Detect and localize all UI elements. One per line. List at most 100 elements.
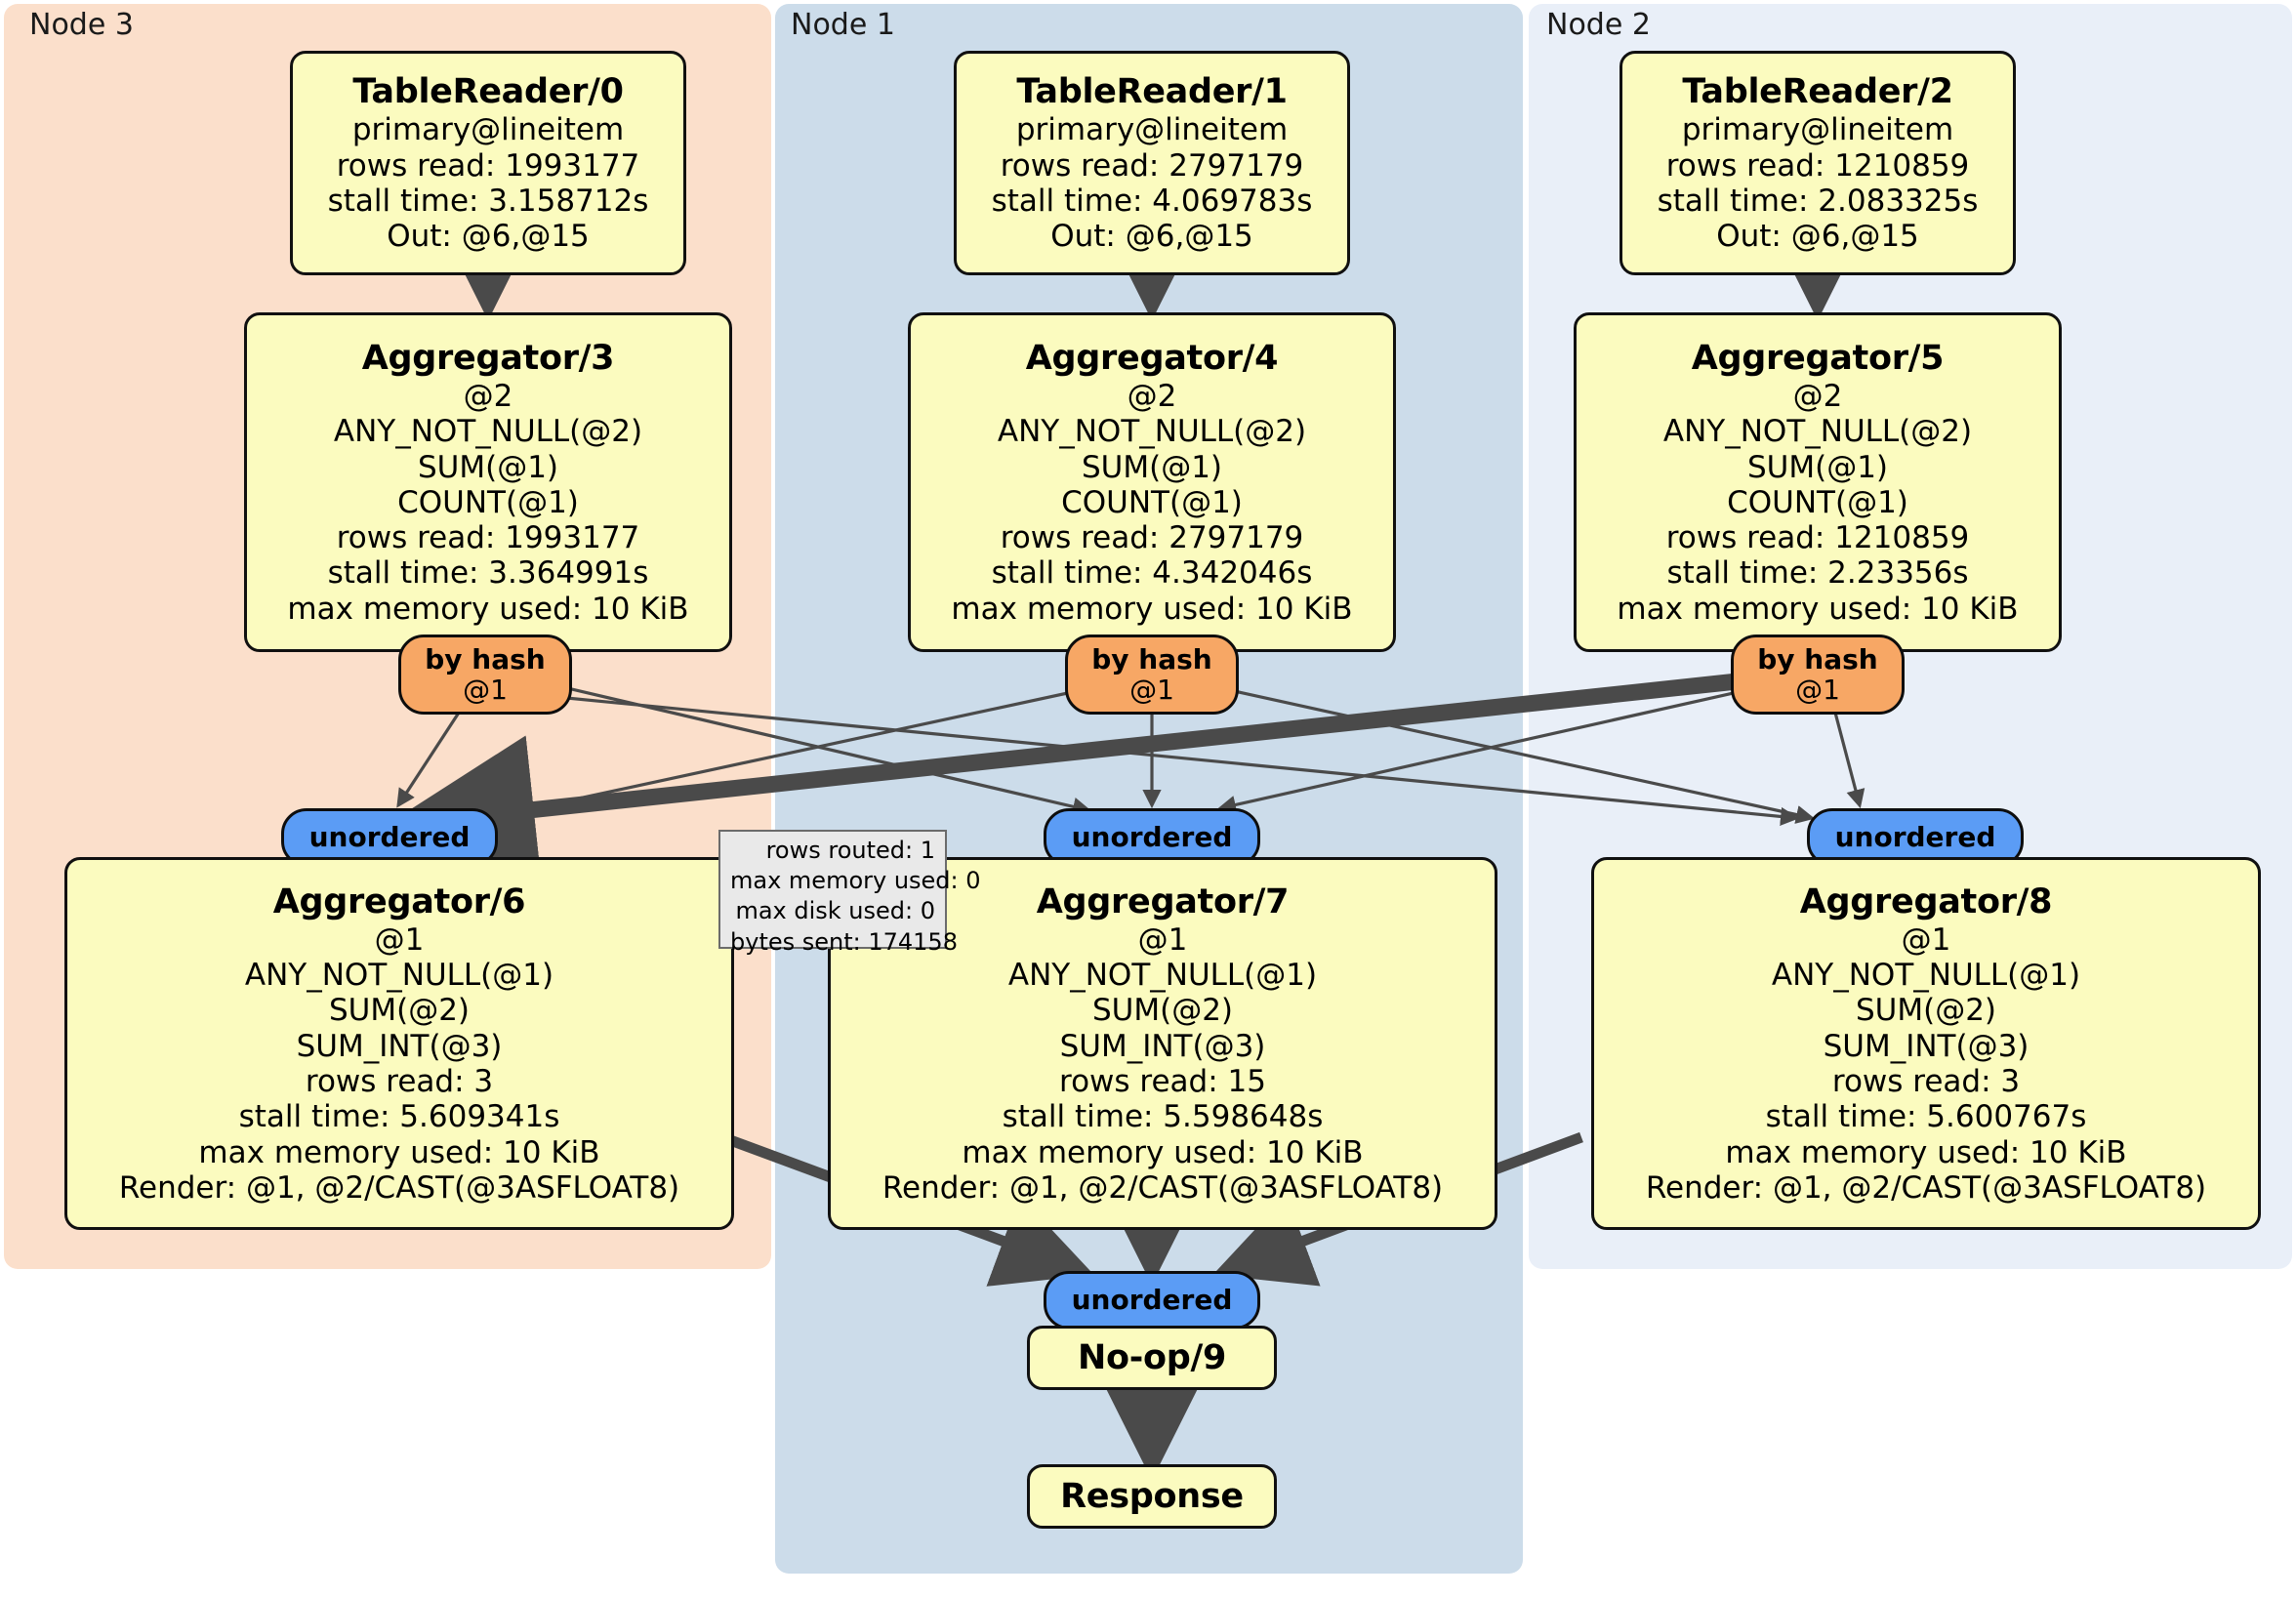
node-detail-line: @1	[1901, 921, 1951, 958]
node-detail-line: max memory used: 10 KiB	[962, 1134, 1364, 1170]
badge-label: unordered	[1071, 1284, 1233, 1317]
node-detail-line: rows read: 3	[305, 1064, 494, 1099]
node-detail-line: stall time: 5.598648s	[1002, 1099, 1324, 1135]
node-aggregator-8[interactable]: Aggregator/8 @1 ANY_NOT_NULL(@1) SUM(@2)…	[1591, 857, 2261, 1230]
node-detail-line: Render: @1, @2/CAST(@3ASFLOAT8)	[882, 1169, 1444, 1206]
node-detail-line: rows read: 1210859	[1665, 147, 1970, 184]
node-detail-line: stall time: 4.069783s	[991, 184, 1313, 219]
node-aggregator-3[interactable]: Aggregator/3 @2 ANY_NOT_NULL(@2) SUM(@1)…	[244, 312, 732, 652]
node-detail-line: @1	[374, 921, 425, 958]
badge-label: unordered	[1834, 821, 1996, 854]
node-detail-line: SUM(@1)	[1081, 449, 1223, 485]
node-detail-line: stall time: 5.609341s	[238, 1099, 560, 1135]
tooltip-line: bytes sent: 174158	[730, 927, 958, 956]
node-aggregator-6[interactable]: Aggregator/6 @1 ANY_NOT_NULL(@1) SUM(@2)…	[64, 857, 734, 1230]
node-detail-line: SUM_INT(@3)	[1059, 1028, 1266, 1064]
node-title: Aggregator/5	[1691, 339, 1945, 379]
node-detail-line: ANY_NOT_NULL(@2)	[1662, 414, 1973, 450]
node-detail-line: @2	[1127, 379, 1177, 415]
node-detail-line: rows read: 15	[1059, 1064, 1266, 1099]
node-title: TableReader/0	[352, 72, 624, 112]
node-title: Aggregator/3	[361, 339, 615, 379]
cluster-label-node-1: Node 1	[791, 8, 895, 42]
node-detail-line: @1	[1137, 921, 1188, 958]
node-detail-line: ANY_NOT_NULL(@2)	[997, 414, 1307, 450]
node-detail-line: stall time: 3.364991s	[327, 555, 649, 592]
node-detail-line: max memory used: 10 KiB	[198, 1134, 600, 1170]
node-title: Aggregator/6	[272, 881, 526, 921]
node-detail-line: max memory used: 10 KiB	[287, 591, 689, 627]
badge-label: unordered	[1071, 821, 1233, 854]
badge-unordered-final[interactable]: unordered	[1044, 1271, 1260, 1330]
node-title: Aggregator/8	[1799, 881, 2053, 921]
node-aggregator-4[interactable]: Aggregator/4 @2 ANY_NOT_NULL(@2) SUM(@1)…	[908, 312, 1396, 652]
node-detail-line: stall time: 2.083325s	[1657, 184, 1979, 219]
badge-by-hash-node3[interactable]: by hash @1	[398, 635, 572, 715]
node-detail-line: max memory used: 10 KiB	[951, 591, 1353, 627]
node-detail-line: max memory used: 10 KiB	[1725, 1134, 2127, 1170]
node-detail-line: stall time: 3.158712s	[327, 184, 649, 219]
node-detail-line: rows read: 3	[1831, 1064, 2021, 1099]
node-detail-line: Out: @6,@15	[1050, 219, 1253, 255]
edge-hashA-unordered1	[396, 712, 461, 808]
node-response[interactable]: Response	[1027, 1464, 1277, 1529]
node-detail-line: SUM_INT(@3)	[1823, 1028, 2030, 1064]
badge-label: by hash	[425, 642, 546, 676]
edge-hashB-unordered3	[1198, 681, 1816, 824]
node-detail-line: rows read: 2797179	[1000, 520, 1304, 556]
cluster-label-node-2: Node 2	[1546, 8, 1651, 42]
node-title: Aggregator/4	[1025, 339, 1279, 379]
badge-by-hash-node2[interactable]: by hash @1	[1731, 635, 1905, 715]
tooltip-line: rows routed: 1	[765, 837, 935, 864]
node-tablereader-2[interactable]: TableReader/2 primary@lineitem rows read…	[1620, 51, 2016, 275]
badge-by-hash-node1[interactable]: by hash @1	[1065, 635, 1239, 715]
node-detail-line: rows read: 2797179	[1000, 147, 1304, 184]
tooltip-line: max memory used: 0	[730, 867, 981, 895]
node-detail-line: max memory used: 10 KiB	[1617, 591, 2019, 627]
node-title: TableReader/2	[1682, 72, 1953, 112]
stream-stats-tooltip: rows routed: 1 max memory used: 0 max di…	[718, 830, 981, 956]
node-tablereader-1[interactable]: TableReader/1 primary@lineitem rows read…	[954, 51, 1350, 275]
edge-hashC-unordered2	[1216, 681, 1778, 814]
node-title: Aggregator/7	[1036, 881, 1290, 921]
cluster-label-node-3: Node 3	[29, 8, 134, 42]
badge-label: by hash	[1757, 642, 1878, 676]
node-noop-9[interactable]: No-op/9	[1027, 1326, 1277, 1390]
node-detail-line: primary@lineitem	[1015, 112, 1289, 148]
node-detail-line: rows read: 1993177	[336, 520, 640, 556]
node-detail-line: COUNT(@1)	[397, 484, 579, 520]
node-detail-line: SUM(@2)	[1091, 993, 1234, 1029]
edge-hashA-unordered3	[546, 694, 1800, 826]
node-detail-line: SUM(@1)	[1746, 449, 1889, 485]
node-detail-line: @2	[463, 379, 513, 415]
node-detail-line: SUM_INT(@3)	[296, 1028, 503, 1064]
node-detail-line: Render: @1, @2/CAST(@3ASFLOAT8)	[1645, 1169, 2207, 1206]
node-detail-line: SUM(@1)	[417, 449, 559, 485]
node-detail-line: rows read: 1210859	[1665, 520, 1970, 556]
edge-hashC-unordered1-highlight	[385, 665, 1812, 884]
badge-sublabel: @1	[1795, 674, 1840, 706]
badge-sublabel: @1	[1129, 674, 1174, 706]
badge-sublabel: @1	[463, 674, 508, 706]
node-detail-line: primary@lineitem	[1681, 112, 1954, 148]
node-title: Response	[1060, 1477, 1244, 1516]
node-title: No-op/9	[1078, 1338, 1226, 1377]
edge-hashC-unordered3	[1833, 712, 1866, 809]
badge-label: by hash	[1091, 642, 1212, 676]
node-detail-line: stall time: 5.600767s	[1765, 1099, 2087, 1135]
tooltip-line: max disk used: 0	[735, 897, 935, 925]
node-detail-line: ANY_NOT_NULL(@2)	[333, 414, 643, 450]
node-detail-line: stall time: 4.342046s	[991, 555, 1313, 592]
node-tablereader-0[interactable]: TableReader/0 primary@lineitem rows read…	[290, 51, 686, 275]
node-detail-line: SUM(@2)	[1855, 993, 1997, 1029]
node-detail-line: Out: @6,@15	[1716, 219, 1919, 255]
node-title: TableReader/1	[1016, 72, 1288, 112]
node-detail-line: ANY_NOT_NULL(@1)	[244, 958, 554, 994]
node-detail-line: stall time: 2.23356s	[1666, 555, 1969, 592]
node-detail-line: COUNT(@1)	[1061, 484, 1243, 520]
node-detail-line: ANY_NOT_NULL(@1)	[1007, 958, 1318, 994]
node-detail-line: COUNT(@1)	[1727, 484, 1908, 520]
node-aggregator-5[interactable]: Aggregator/5 @2 ANY_NOT_NULL(@2) SUM(@1)…	[1574, 312, 2062, 652]
node-detail-line: ANY_NOT_NULL(@1)	[1771, 958, 2081, 994]
